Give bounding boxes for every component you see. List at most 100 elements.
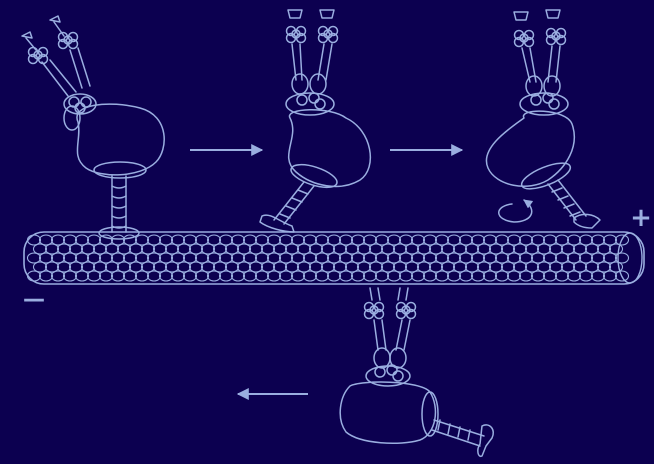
filament-ring <box>518 234 534 246</box>
filament-ring <box>68 243 84 255</box>
filament-ring <box>578 270 594 282</box>
filament-ring <box>278 234 294 246</box>
filament-ring <box>362 270 378 282</box>
filament-ring <box>356 261 372 273</box>
filament-ring <box>362 252 378 264</box>
filament-ring <box>86 252 102 264</box>
filament-ring <box>224 261 240 273</box>
filament-ring <box>458 234 474 246</box>
filament-ring <box>50 270 66 282</box>
filament-ring <box>368 261 384 273</box>
filament-ring <box>584 243 600 255</box>
filament-ring <box>422 270 438 282</box>
filament-ring <box>104 261 120 273</box>
filament-ring <box>494 234 510 246</box>
filament-ring <box>350 270 366 282</box>
filament-ring <box>176 243 192 255</box>
filament-ring <box>506 234 522 246</box>
filament-ring <box>458 270 474 282</box>
filament-ring <box>164 261 180 273</box>
filament-ring <box>272 243 288 255</box>
filament-ring <box>236 243 252 255</box>
filament-ring <box>80 243 96 255</box>
filament-ring <box>116 261 132 273</box>
filament-ring <box>50 252 66 264</box>
filament-ring <box>494 252 510 264</box>
filament-ring <box>386 252 402 264</box>
filament-ring <box>56 261 72 273</box>
minus-end-label: — <box>23 287 45 312</box>
filament-ring <box>410 270 426 282</box>
light-chain-knob <box>317 25 339 44</box>
filament-ring <box>374 270 390 282</box>
filament-ring <box>398 270 414 282</box>
filament-ring <box>518 252 534 264</box>
filament-ring <box>200 261 216 273</box>
filament-ring <box>158 252 174 264</box>
filament-ring <box>260 261 276 273</box>
filament-ring <box>182 234 198 246</box>
filament-ring <box>98 270 114 282</box>
motor-stage-4 <box>339 287 494 458</box>
filament-ring <box>368 243 384 255</box>
filament-ring <box>206 234 222 246</box>
light-chain-knob <box>363 301 385 320</box>
filament-ring <box>602 234 618 246</box>
filament-ring <box>38 234 54 246</box>
filament-ring <box>26 270 42 282</box>
filament-ring <box>416 261 432 273</box>
filament-ring <box>536 261 552 273</box>
filament-ring <box>488 243 504 255</box>
filament-ring <box>110 252 126 264</box>
filament-ring <box>356 243 372 255</box>
filament-ring <box>98 234 114 246</box>
filament-ring <box>188 243 204 255</box>
filament-ring <box>122 270 138 282</box>
filament-ring <box>80 261 96 273</box>
filament-ring <box>470 270 486 282</box>
filament-ring <box>350 252 366 264</box>
filament-ring <box>236 261 252 273</box>
filament-ring <box>530 234 546 246</box>
filament-ring <box>452 243 468 255</box>
filament-ring <box>152 261 168 273</box>
filament-ring <box>428 243 444 255</box>
filament-ring <box>266 234 282 246</box>
filament-ring <box>548 243 564 255</box>
filament-ring <box>560 261 576 273</box>
filament-ring <box>230 270 246 282</box>
filament-ring <box>314 270 330 282</box>
filament-ring <box>554 234 570 246</box>
filament-ring <box>62 234 78 246</box>
light-chain-knob <box>545 27 567 46</box>
filament-ring <box>128 243 144 255</box>
filament-ring <box>212 243 228 255</box>
filament-ring <box>170 252 186 264</box>
filament-ring <box>434 270 450 282</box>
filament-ring <box>434 234 450 246</box>
filament-ring <box>338 234 354 246</box>
filament-ring <box>38 270 54 282</box>
filament-ring <box>26 234 42 246</box>
filament-ring <box>290 234 306 246</box>
filament-ring <box>404 243 420 255</box>
filament-ring <box>68 261 84 273</box>
filament-ring <box>158 234 174 246</box>
filament-ring <box>608 243 624 255</box>
filament-ring <box>380 243 396 255</box>
filament-ring <box>32 261 48 273</box>
filament-ring <box>386 270 402 282</box>
filament-ring <box>326 234 342 246</box>
filament-ring <box>422 252 438 264</box>
filament-ring <box>332 243 348 255</box>
filament-ring <box>110 234 126 246</box>
filament-ring <box>254 270 270 282</box>
filament-ring <box>566 270 582 282</box>
filament-ring <box>488 261 504 273</box>
filament-ring <box>398 252 414 264</box>
filament-ring <box>146 252 162 264</box>
filament-ring <box>194 252 210 264</box>
motor-stage-2 <box>259 9 372 233</box>
filament-ring <box>338 252 354 264</box>
